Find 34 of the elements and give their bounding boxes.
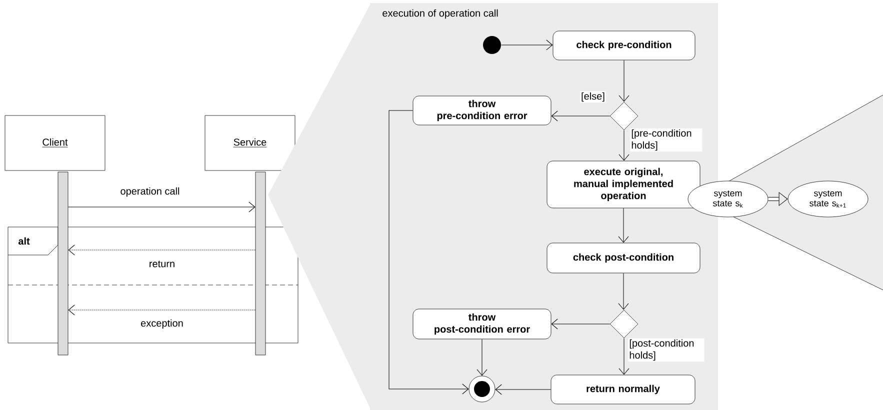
arrow — [68, 202, 256, 212]
edge-label: return — [148, 260, 176, 268]
decision-diamond — [610, 102, 638, 130]
arrow — [388, 110, 469, 394]
arrow — [618, 208, 629, 243]
arrow — [68, 304, 256, 316]
arrow — [495, 384, 552, 395]
action-box: throw pre-condition error — [412, 96, 552, 126]
arrow — [476, 338, 488, 376]
final-node — [468, 376, 496, 402]
arrow — [618, 272, 629, 310]
edge-label: operation call — [119, 186, 181, 198]
action-box: check post-condition — [546, 242, 700, 274]
activation-bar — [58, 172, 68, 356]
arrow — [551, 318, 610, 330]
initial-node — [483, 36, 501, 54]
edge-label: [else] — [580, 91, 606, 103]
arrow — [768, 192, 788, 206]
action-box: throw post-condition error — [412, 308, 552, 340]
edge-label: exception — [140, 318, 184, 330]
arrow — [618, 60, 630, 102]
arrow — [618, 130, 630, 161]
action-box: return normally — [550, 374, 696, 404]
lifeline-head: Service — [204, 115, 296, 171]
arrow — [551, 110, 610, 122]
arrow — [68, 244, 256, 256]
arrow — [500, 40, 553, 50]
edge-label: [pre-condition holds] — [630, 128, 702, 152]
lifeline-head: Client — [4, 115, 106, 171]
activation-bar — [255, 172, 266, 356]
edge-label: [post-condition holds] — [628, 338, 704, 362]
decision-diamond — [610, 310, 638, 338]
arrow — [618, 338, 630, 375]
action-box: check pre-condition — [552, 30, 696, 60]
